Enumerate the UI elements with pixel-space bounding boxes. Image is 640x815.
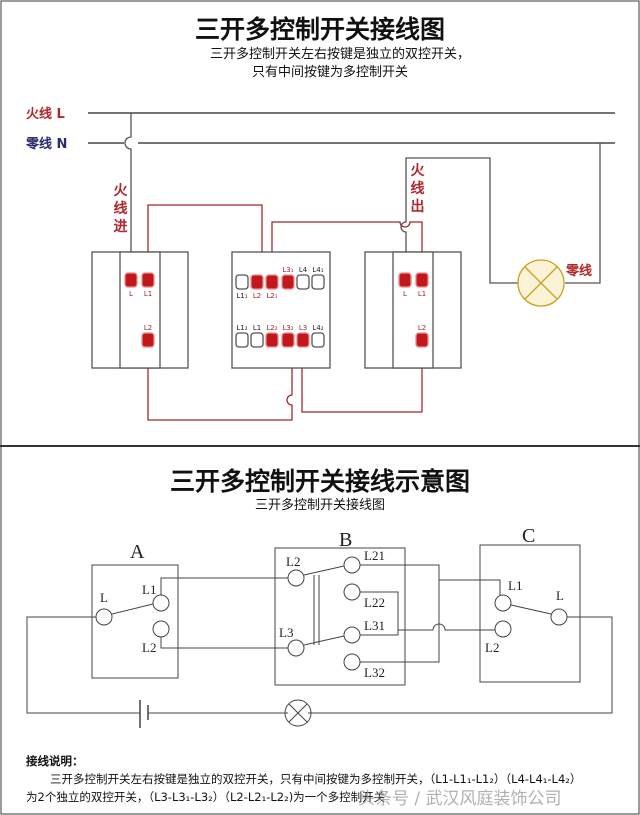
c-terminal-label: L1 — [508, 578, 522, 593]
switch-a-label: A — [130, 541, 145, 563]
live-label: 火线 L — [26, 106, 65, 122]
note-line-1: 三开多控制开关左右按键是独立的双控开关，只有中间按键为多控制开关，（L1-L1₁… — [50, 772, 582, 786]
terminal-label: L4₂ — [312, 324, 323, 332]
terminal — [141, 332, 155, 348]
live-out-wire — [400, 157, 518, 284]
bottom-title: 三开多控制开关接线示意图 — [169, 467, 470, 496]
terminal-label: L2 — [418, 324, 426, 332]
b-terminal-label: L22 — [364, 595, 385, 610]
terminal — [235, 274, 249, 290]
terminal — [311, 332, 325, 348]
terminal — [398, 272, 412, 288]
terminal — [415, 272, 429, 288]
terminal — [311, 274, 325, 290]
terminal-label: L2₂ — [266, 324, 277, 332]
terminal — [250, 274, 264, 290]
live-in-wire — [124, 113, 132, 272]
b-terminal-label: L2 — [286, 554, 300, 569]
terminal-label: L1₁ — [236, 292, 247, 300]
a-terminal-label: L2 — [142, 640, 156, 655]
b-terminal-label: L32 — [364, 665, 385, 680]
terminal-label: L1 — [144, 290, 152, 298]
bottom-subtitle: 三开多控制开关接线图 — [254, 498, 385, 513]
neutral-label: 零线 N — [25, 136, 67, 152]
terminal — [265, 332, 279, 348]
battery-icon — [139, 700, 149, 728]
terminal-label: L4₁ — [312, 266, 323, 274]
c-terminal-label: L — [556, 588, 564, 603]
terminal-label: L — [129, 290, 133, 298]
lamp-neutral-label: 零线 — [565, 263, 592, 279]
terminal-label: L4 — [299, 266, 308, 274]
b-terminal-label: L21 — [364, 548, 385, 563]
watermark: 头条号 / 武汉风庭装饰公司 — [358, 789, 562, 809]
wire-l2-bottom — [147, 345, 293, 421]
b-terminal-label: L3 — [279, 625, 293, 640]
terminal — [415, 332, 429, 348]
terminal — [141, 272, 155, 288]
wire-l1-to-l2 — [147, 204, 263, 272]
a-terminal-label: L — [100, 590, 108, 605]
terminal-label: L — [403, 290, 407, 298]
wire-mid-to-right — [271, 221, 423, 272]
terminal-label: L1 — [253, 324, 261, 332]
a-terminal-label: L1 — [142, 582, 156, 597]
bottom-lamp-icon — [284, 699, 312, 727]
terminal — [250, 332, 264, 348]
terminal — [296, 332, 310, 348]
switch-c-label: C — [522, 525, 535, 547]
terminal-label: L3₂ — [282, 324, 293, 332]
fire-in-label: 火线进 — [113, 183, 128, 235]
terminal-label: L2 — [253, 292, 261, 300]
wire-l3-bottom — [301, 345, 423, 413]
switch-right-key — [392, 251, 434, 369]
switch-middle-body — [231, 251, 331, 369]
terminal — [281, 274, 295, 290]
terminal-label: L2 — [144, 324, 152, 332]
terminal — [235, 332, 249, 348]
terminal — [265, 274, 279, 290]
terminal-label: L3 — [299, 324, 307, 332]
c-terminal-label: L2 — [485, 640, 499, 655]
fire-out-label: 火线出 — [410, 163, 425, 215]
terminal — [296, 274, 310, 290]
terminal-label: L1₂ — [236, 324, 247, 332]
top-subtitle-2: 只有中间按键为多控制开关 — [251, 65, 408, 80]
note-heading: 接线说明： — [26, 754, 84, 768]
terminal-label: L1 — [418, 290, 426, 298]
switch-b-label: B — [339, 529, 352, 551]
terminal — [281, 332, 295, 348]
lamp-cross — [524, 266, 558, 300]
terminal-label: L2₁ — [266, 292, 277, 300]
switch-b-box — [274, 547, 406, 686]
neutral-to-lamp-wire — [565, 143, 601, 284]
wiring-note: 接线说明： 三开多控制开关左右按键是独立的双控开关，只有中间按键为多控制开关，（… — [26, 752, 626, 806]
switch-c-box — [479, 544, 581, 683]
terminal-label: L3₁ — [282, 266, 293, 274]
switch-a-box — [91, 564, 179, 679]
top-title: 三开多控制开关接线图 — [194, 15, 445, 44]
top-subtitle-1: 三开多控制开关左右按键是独立的双控开关， — [209, 47, 470, 62]
note-line-2: 为2个独立的双控开关，（L3-L3₁-L3₂）（L2-L2₁-L2₂)为一个多控… — [26, 790, 386, 804]
terminal — [124, 272, 138, 288]
switch-left-key — [119, 251, 161, 369]
b-terminal-label: L31 — [364, 618, 385, 633]
